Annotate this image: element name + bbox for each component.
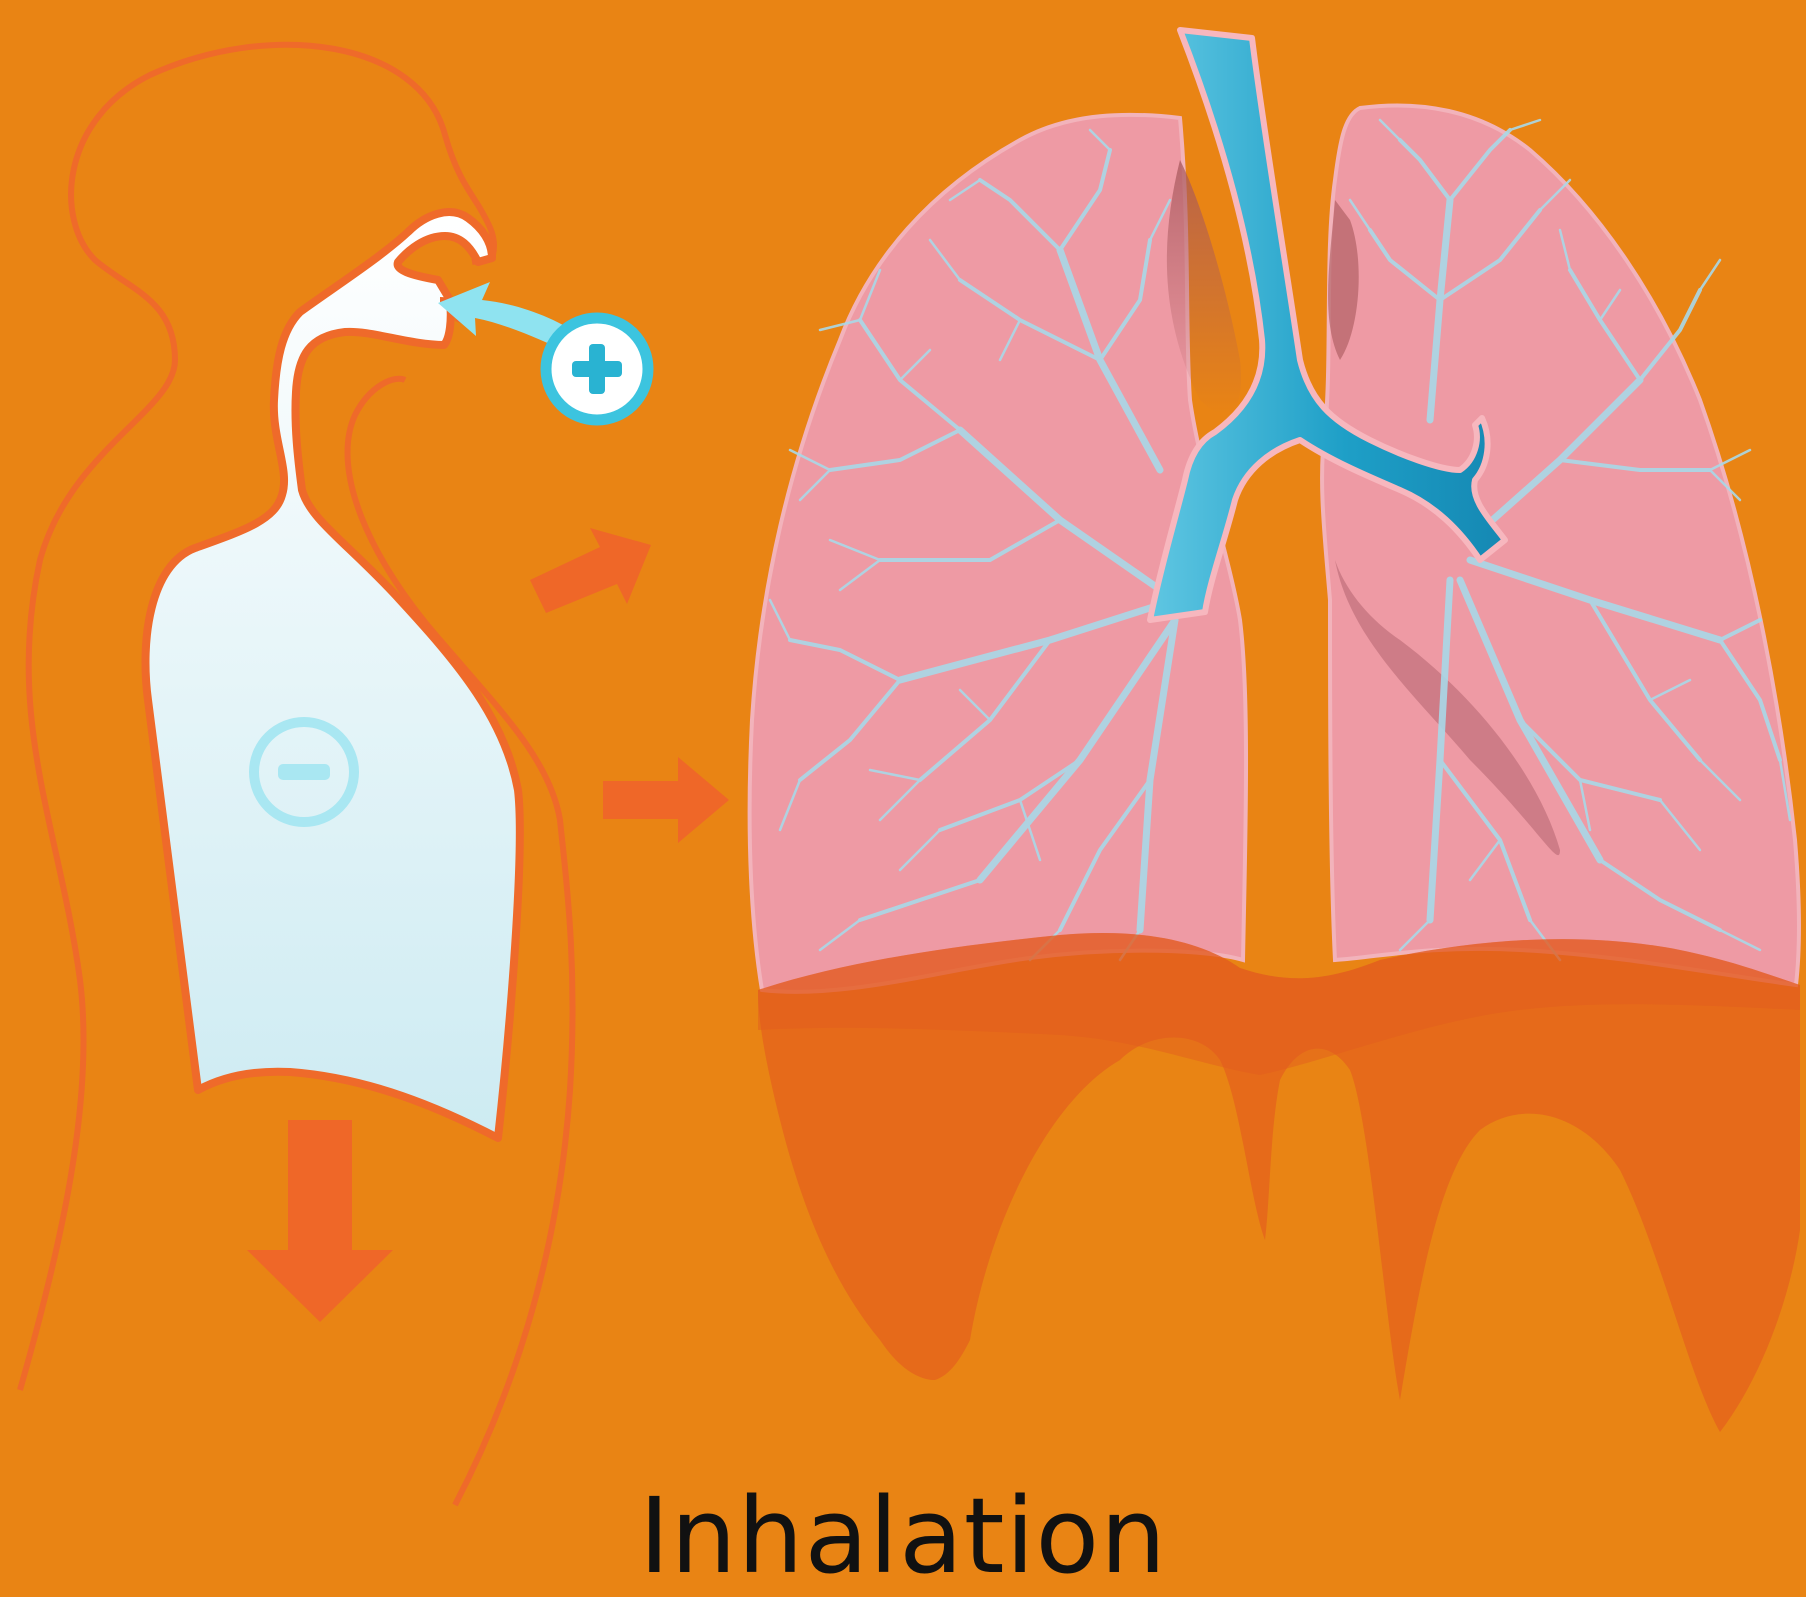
plus-sign-icon (546, 318, 648, 420)
chest-cavity (145, 212, 519, 1138)
arrow-down-icon (247, 1120, 393, 1322)
diagram-caption: Inhalation (0, 1478, 1806, 1594)
arrow-up-right-icon (530, 528, 651, 613)
arrow-right-icon (603, 757, 729, 843)
lungs (750, 30, 1800, 1432)
lung-right (1322, 105, 1799, 985)
body-cross-section (20, 45, 648, 1505)
